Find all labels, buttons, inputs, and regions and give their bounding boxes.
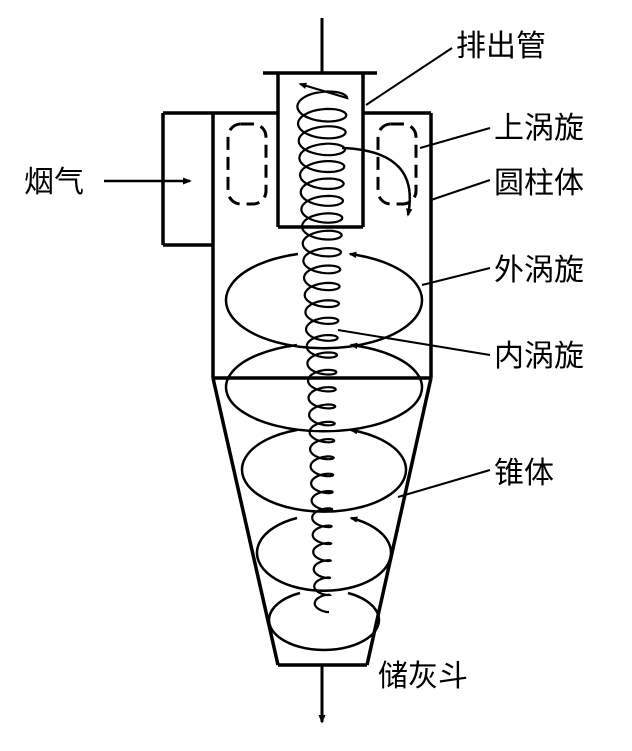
label-exhaust-pipe: 排出管 [456, 29, 546, 64]
label-inner-vortex: 内涡旋 [494, 339, 584, 374]
upper-vortex-flow [341, 146, 413, 217]
label-flue-gas: 烟气 [24, 165, 84, 200]
outer-vortex-loops [224, 251, 424, 652]
cylinder-body [163, 111, 433, 380]
inner-vortex-spiral [296, 82, 349, 614]
label-ash-hopper: 储灰斗 [378, 659, 468, 694]
label-cone: 锥体 [494, 456, 554, 491]
leader-lines [337, 47, 491, 498]
label-upper-vortex: 上涡旋 [494, 111, 584, 146]
inlet-box [161, 113, 213, 247]
upper-vortex-zones [226, 122, 418, 206]
label-outer-vortex: 外涡旋 [494, 253, 584, 288]
cone-body [211, 377, 433, 667]
label-cylinder: 圆柱体 [494, 166, 584, 201]
